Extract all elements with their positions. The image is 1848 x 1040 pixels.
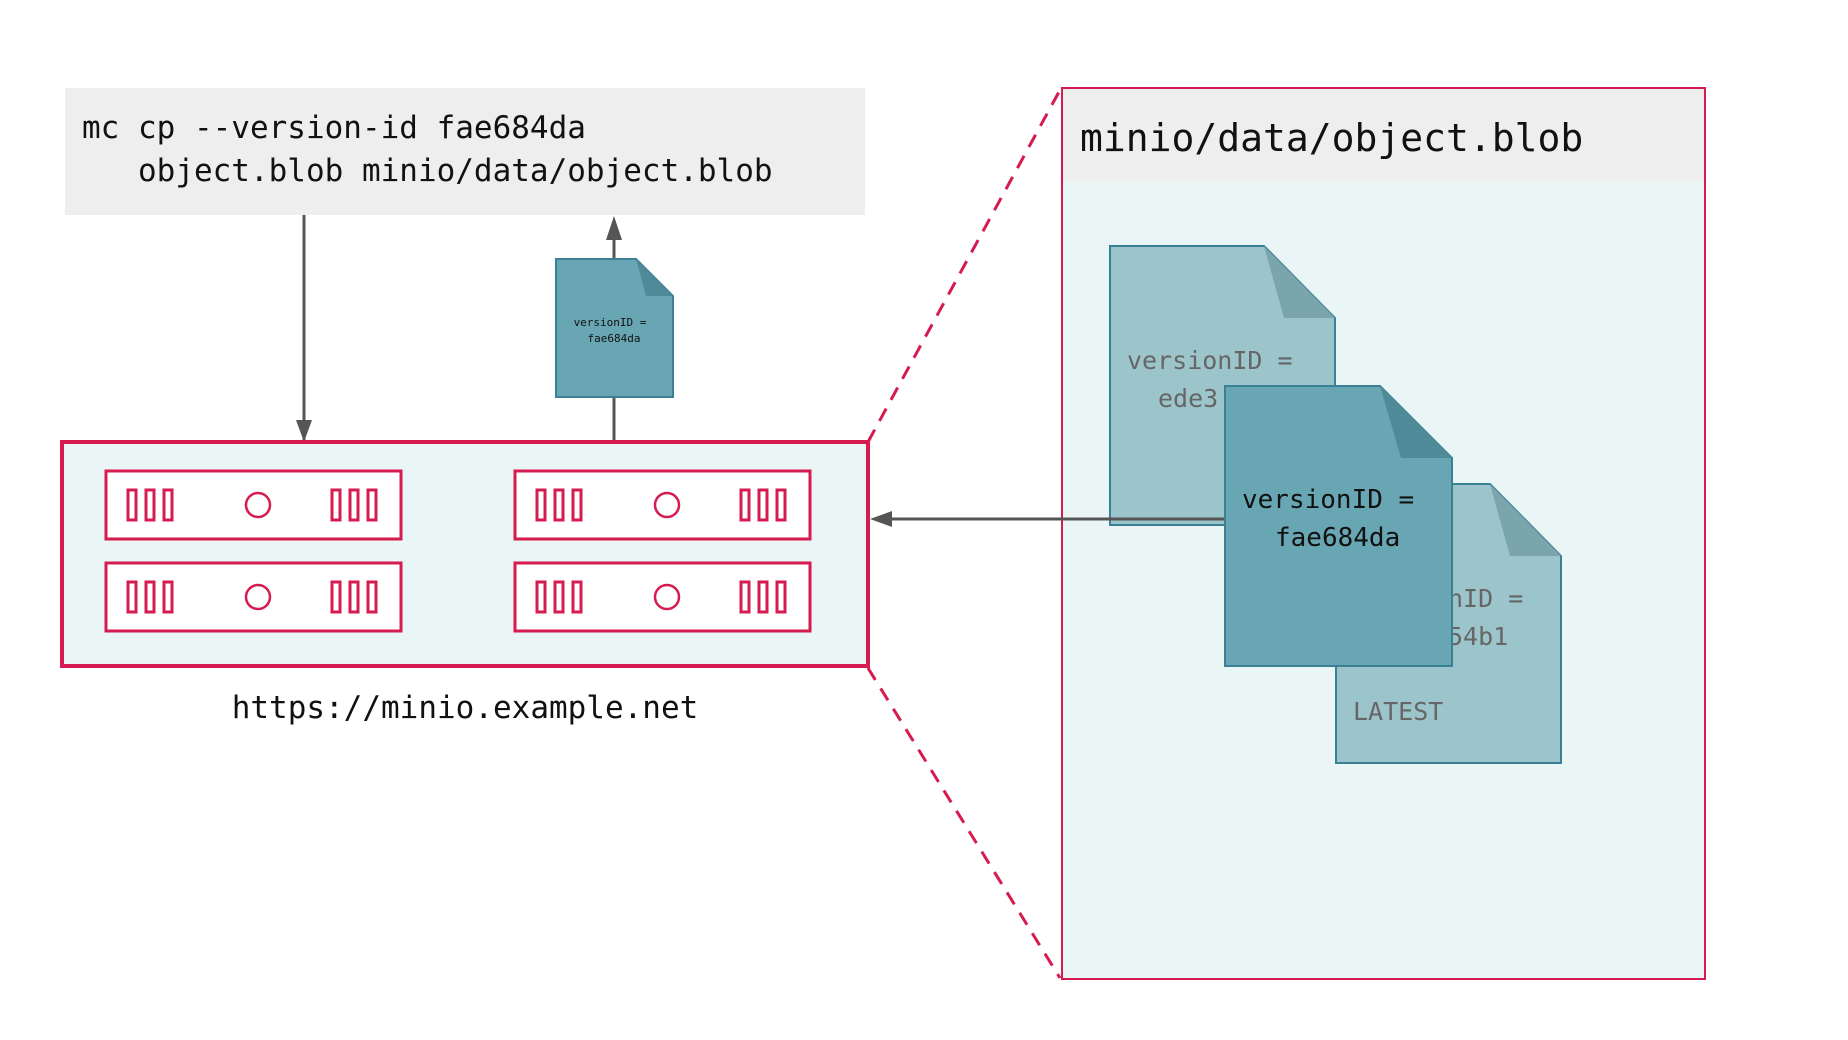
returned-version-label-2: fae684da bbox=[588, 332, 641, 345]
version-latest-label-1: nID = bbox=[1448, 584, 1523, 613]
version-latest-tag: LATEST bbox=[1353, 697, 1443, 726]
version-ede3-label-1: versionID = bbox=[1127, 346, 1293, 375]
server-node bbox=[513, 469, 812, 541]
response-arrowhead bbox=[606, 216, 622, 240]
object-zoom-panel: minio/data/object.blob bbox=[1061, 87, 1706, 980]
version-retrieve-arrowhead bbox=[870, 511, 892, 527]
zoom-connector-top bbox=[866, 89, 1062, 443]
version-latest-label-2: 54b1 bbox=[1448, 622, 1508, 651]
version-fae684da-label-1: versionID = bbox=[1242, 485, 1414, 515]
returned-version-label-1: versionID = bbox=[574, 316, 647, 329]
version-fae684da-label-2: fae684da bbox=[1275, 523, 1400, 553]
version-document-fae684da: versionID = fae684da bbox=[1224, 385, 1453, 667]
object-path-header: minio/data/object.blob bbox=[1063, 89, 1704, 181]
server-url-label: https://minio.example.net bbox=[231, 690, 699, 726]
command-line-1: mc cp --version-id fae684da bbox=[82, 110, 586, 146]
server-node bbox=[104, 469, 403, 541]
zoom-connector-bottom bbox=[866, 667, 1062, 979]
object-path-title: minio/data/object.blob bbox=[1080, 116, 1584, 160]
command-line-2: object.blob minio/data/object.blob bbox=[82, 153, 773, 189]
server-node bbox=[104, 561, 403, 633]
returned-version-document-icon: versionID = fae684da bbox=[555, 258, 674, 398]
server-node bbox=[513, 561, 812, 633]
version-ede3-label-2: ede3 bbox=[1158, 384, 1218, 413]
request-arrowhead bbox=[296, 420, 312, 442]
command-box: mc cp --version-id fae684da object.blob … bbox=[65, 88, 865, 215]
